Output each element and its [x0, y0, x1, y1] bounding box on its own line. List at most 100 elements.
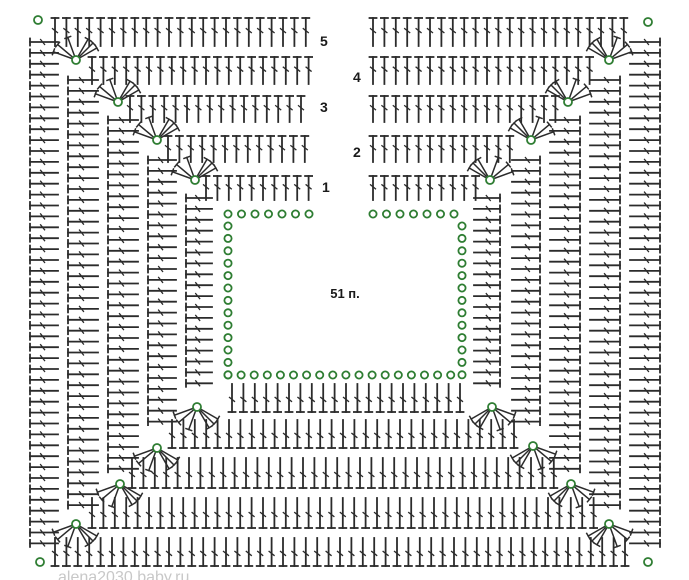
double-crochet-stitch — [368, 135, 378, 163]
double-crochet-stitch — [107, 137, 139, 147]
double-crochet-stitch — [159, 95, 169, 123]
double-crochet-stitch — [589, 140, 621, 150]
double-crochet-stitch — [495, 537, 505, 567]
double-crochet-stitch — [67, 86, 99, 96]
double-crochet-stitch — [629, 299, 661, 309]
double-crochet-stitch — [473, 302, 501, 312]
double-crochet-stitch — [292, 56, 302, 85]
double-crochet-stitch — [455, 383, 465, 413]
double-crochet-stitch — [147, 417, 177, 427]
double-crochet-stitch — [190, 497, 200, 529]
double-crochet-stitch — [107, 453, 139, 463]
double-crochet-stitch — [435, 457, 445, 489]
double-crochet-stitch — [307, 383, 317, 413]
double-crochet-stitch — [589, 151, 621, 161]
double-crochet-stitch — [375, 383, 385, 413]
chain-stitch — [457, 320, 467, 330]
double-crochet-stitch — [629, 37, 661, 47]
chain-stitch — [368, 209, 378, 219]
double-crochet-stitch — [549, 279, 581, 288]
double-crochet-stitch — [275, 457, 285, 489]
double-crochet-stitch — [475, 419, 485, 449]
double-crochet-stitch — [73, 537, 83, 567]
chain-stitch — [315, 370, 325, 380]
double-crochet-stitch — [338, 497, 348, 529]
double-crochet-stitch — [448, 175, 458, 201]
double-crochet-stitch — [288, 135, 298, 163]
double-crochet-stitch — [67, 130, 99, 139]
double-crochet-stitch — [482, 95, 492, 123]
double-crochet-stitch — [29, 255, 59, 265]
double-crochet-stitch — [147, 264, 177, 274]
double-crochet-stitch — [549, 457, 559, 489]
chain-stitch — [457, 333, 467, 343]
double-crochet-stitch — [67, 446, 99, 456]
double-crochet-stitch — [436, 135, 446, 163]
chain-stitch — [604, 519, 614, 529]
double-crochet-stitch — [511, 373, 541, 383]
double-crochet-stitch — [127, 457, 137, 489]
double-crochet-stitch — [449, 537, 459, 567]
double-crochet-stitch — [107, 289, 139, 299]
double-crochet-stitch — [549, 115, 581, 125]
double-crochet-stitch — [629, 113, 661, 123]
chain-stitch — [380, 370, 390, 380]
double-crochet-stitch — [549, 442, 581, 452]
double-crochet-stitch — [147, 275, 177, 285]
double-crochet-stitch — [589, 228, 621, 238]
double-crochet-stitch — [29, 37, 59, 47]
double-crochet-stitch — [395, 497, 405, 529]
double-crochet-stitch — [67, 402, 99, 412]
double-crochet-stitch — [187, 537, 197, 567]
double-crochet-stitch — [224, 56, 234, 85]
double-crochet-stitch — [486, 497, 496, 529]
double-crochet-stitch — [511, 406, 541, 416]
double-crochet-stitch — [473, 226, 501, 236]
double-crochet-stitch — [221, 537, 231, 567]
double-crochet-stitch — [67, 173, 99, 183]
chain-stitch — [223, 345, 233, 355]
double-crochet-stitch — [596, 17, 606, 47]
double-crochet-stitch — [125, 95, 135, 123]
double-crochet-stitch — [473, 204, 501, 214]
chain-stitch — [367, 370, 377, 380]
double-crochet-stitch — [67, 478, 99, 488]
double-crochet-stitch — [549, 202, 581, 212]
double-crochet-stitch — [549, 355, 581, 365]
double-crochet-stitch — [147, 242, 177, 252]
double-crochet-stitch — [469, 457, 479, 489]
double-crochet-stitch — [153, 17, 163, 47]
double-crochet-stitch — [29, 539, 59, 548]
double-crochet-stitch — [107, 300, 139, 310]
double-crochet-stitch — [269, 175, 279, 201]
double-crochet-stitch — [304, 419, 314, 449]
chain-stitch — [223, 258, 233, 268]
double-crochet-stitch — [67, 391, 99, 401]
double-crochet-stitch — [473, 215, 501, 225]
double-crochet-stitch — [185, 302, 213, 312]
double-crochet-stitch — [389, 457, 399, 489]
double-crochet-stitch — [107, 333, 139, 343]
double-crochet-stitch — [335, 537, 345, 567]
chain-stitch — [449, 209, 459, 219]
double-crochet-stitch — [436, 175, 446, 201]
double-crochet-stitch — [589, 282, 621, 292]
double-crochet-stitch — [589, 184, 621, 194]
double-crochet-stitch — [107, 355, 139, 365]
double-crochet-stitch — [278, 17, 288, 47]
double-crochet-stitch — [29, 288, 59, 298]
double-crochet-stitch — [258, 56, 268, 85]
double-crochet-stitch — [549, 137, 581, 147]
double-crochet-stitch — [511, 319, 541, 328]
double-crochet-stitch — [29, 277, 59, 287]
double-crochet-stitch — [589, 162, 621, 172]
double-crochet-stitch — [589, 195, 621, 205]
double-crochet-stitch — [201, 497, 211, 529]
double-crochet-stitch — [585, 17, 594, 47]
double-crochet-stitch — [497, 497, 507, 529]
double-crochet-stitch — [147, 362, 177, 372]
double-crochet-stitch — [473, 313, 501, 323]
double-crochet-stitch — [395, 419, 405, 449]
double-crochet-stitch — [29, 353, 59, 363]
double-crochet-stitch — [473, 193, 501, 203]
